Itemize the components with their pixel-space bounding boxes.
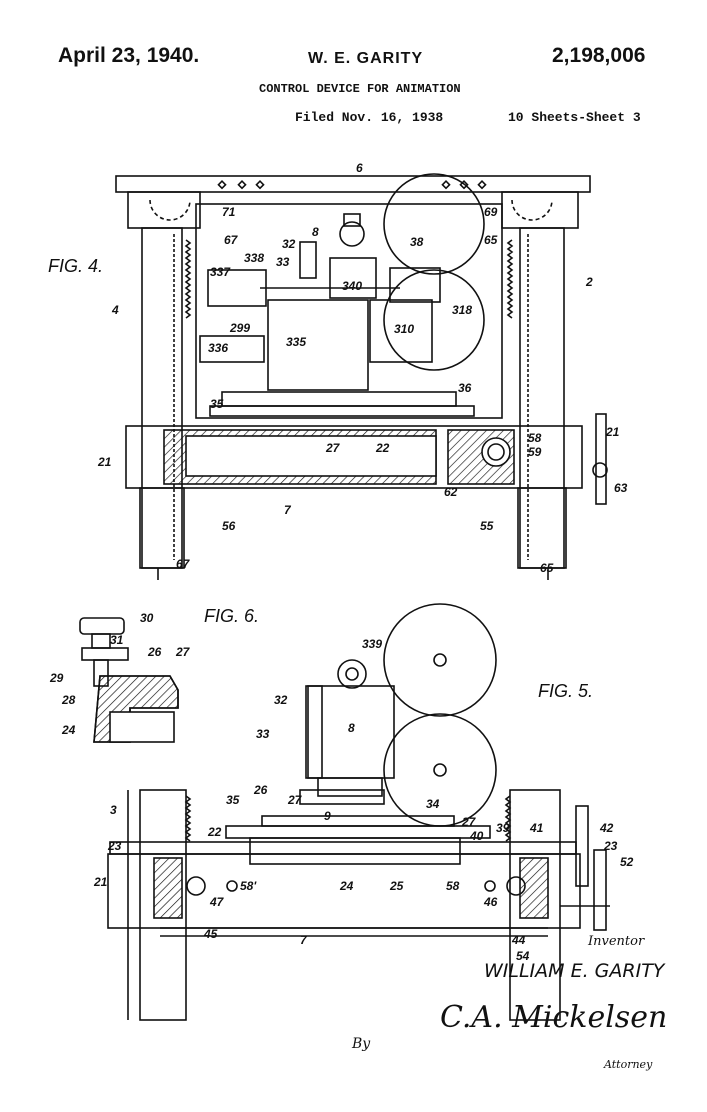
inventor-full-name: WILLIAM E. GARITY <box>484 960 665 982</box>
ref-35: 35 <box>210 397 224 411</box>
attorney-label: Attorney <box>604 1058 653 1071</box>
ref-310: 310 <box>394 322 414 336</box>
ref-26: 26 <box>253 783 268 797</box>
ref-22: 22 <box>375 441 390 455</box>
ref-338: 338 <box>244 251 264 265</box>
ref-339: 339 <box>362 637 382 651</box>
ref-22: 22 <box>207 825 222 839</box>
ref-33: 33 <box>256 727 270 741</box>
ref-69: 69 <box>484 205 498 219</box>
filing-date: Filed Nov. 16, 1938 <box>295 110 444 125</box>
ref-63: 63 <box>614 481 628 495</box>
fig5-labels: 339 32 33 8 3 35 26 27 34 9 27 40 39 41 … <box>93 637 634 963</box>
ref-41: 41 <box>529 821 544 835</box>
ref-24: 24 <box>61 723 76 737</box>
ref-55: 55 <box>480 519 494 533</box>
fig6-title: FIG. 6. <box>204 606 259 626</box>
ref-71: 71 <box>222 205 236 219</box>
ref-58: 58 <box>446 879 460 893</box>
ref-67-bottom: 67 <box>176 557 191 571</box>
ref-28: 28 <box>61 693 76 707</box>
inventor-name-header: W. E. GARITY <box>308 50 424 67</box>
fig5-drawing <box>107 603 610 1021</box>
ref-27-top: 27 <box>287 793 303 807</box>
fig4-title: FIG. 4. <box>48 256 103 276</box>
ref-58: 58 <box>528 431 542 445</box>
ref-39: 39 <box>496 821 510 835</box>
fig5-title: FIG. 5. <box>538 681 593 701</box>
ref-23-left: 23 <box>107 839 122 853</box>
attorney-signature: C.A. Mickelsen <box>440 1000 668 1035</box>
ref-340: 340 <box>342 279 362 293</box>
ref-62: 62 <box>444 485 458 499</box>
ref-38: 38 <box>410 235 424 249</box>
ref-27-right: 27 <box>461 815 477 829</box>
patent-title: CONTROL DEVICE FOR ANIMATION <box>259 82 461 96</box>
ref-24: 24 <box>339 879 354 893</box>
by-label: By <box>352 1036 371 1052</box>
ref-35: 35 <box>226 793 240 807</box>
ref-67: 67 <box>224 233 239 247</box>
ref-336: 336 <box>208 341 228 355</box>
ref-318: 318 <box>452 303 472 317</box>
inventor-caption: Inventor <box>588 934 645 949</box>
ref-21-right: 21 <box>605 425 620 439</box>
ref-21-left: 21 <box>97 455 112 469</box>
sheet-count: 10 Sheets-Sheet 3 <box>508 110 641 125</box>
patent-number: 2,198,006 <box>552 44 646 67</box>
ref-8: 8 <box>348 721 355 735</box>
ref-299: 299 <box>229 321 250 335</box>
ref-21: 21 <box>93 875 108 889</box>
ref-33: 33 <box>276 255 290 269</box>
ref-32: 32 <box>282 237 296 251</box>
ref-26: 26 <box>147 645 162 659</box>
ref-65-bottom: 65 <box>540 561 554 575</box>
ref-46: 46 <box>483 895 498 909</box>
ref-56: 56 <box>222 519 236 533</box>
ref-45: 45 <box>203 927 218 941</box>
ref-30: 30 <box>140 611 154 625</box>
ref-9: 9 <box>324 809 331 823</box>
ref-6: 6 <box>356 161 363 175</box>
ref-59: 59 <box>528 445 542 459</box>
ref-25: 25 <box>389 879 404 893</box>
ref-47: 47 <box>209 895 225 909</box>
ref-31: 31 <box>110 633 124 647</box>
ref-4: 4 <box>111 303 119 317</box>
ref-8: 8 <box>312 225 319 239</box>
ref-32: 32 <box>274 693 288 707</box>
fig6-drawing <box>79 617 179 743</box>
ref-335: 335 <box>286 335 306 349</box>
ref-7: 7 <box>284 503 292 517</box>
fig6-labels: 30 31 26 27 29 28 24 <box>49 611 191 737</box>
fig4-labels: 6 71 69 67 65 8 32 33 38 338 337 340 318… <box>97 161 628 575</box>
ref-54: 54 <box>516 949 530 963</box>
ref-42: 42 <box>599 821 614 835</box>
ref-23-right: 23 <box>603 839 618 853</box>
ref-3: 3 <box>110 803 117 817</box>
ref-44: 44 <box>511 933 526 947</box>
ref-34: 34 <box>426 797 440 811</box>
ref-40: 40 <box>469 829 484 843</box>
fig4-drawing <box>115 173 608 580</box>
ref-29: 29 <box>49 671 64 685</box>
ref-7: 7 <box>300 933 308 947</box>
ref-36: 36 <box>458 381 472 395</box>
patent-date: April 23, 1940. <box>58 44 200 67</box>
ref-27: 27 <box>325 441 341 455</box>
ref-2: 2 <box>585 275 593 289</box>
ref-58-prime: 58' <box>240 879 257 893</box>
ref-27: 27 <box>175 645 191 659</box>
ref-65: 65 <box>484 233 498 247</box>
ref-337: 337 <box>210 265 231 279</box>
ref-52: 52 <box>620 855 634 869</box>
